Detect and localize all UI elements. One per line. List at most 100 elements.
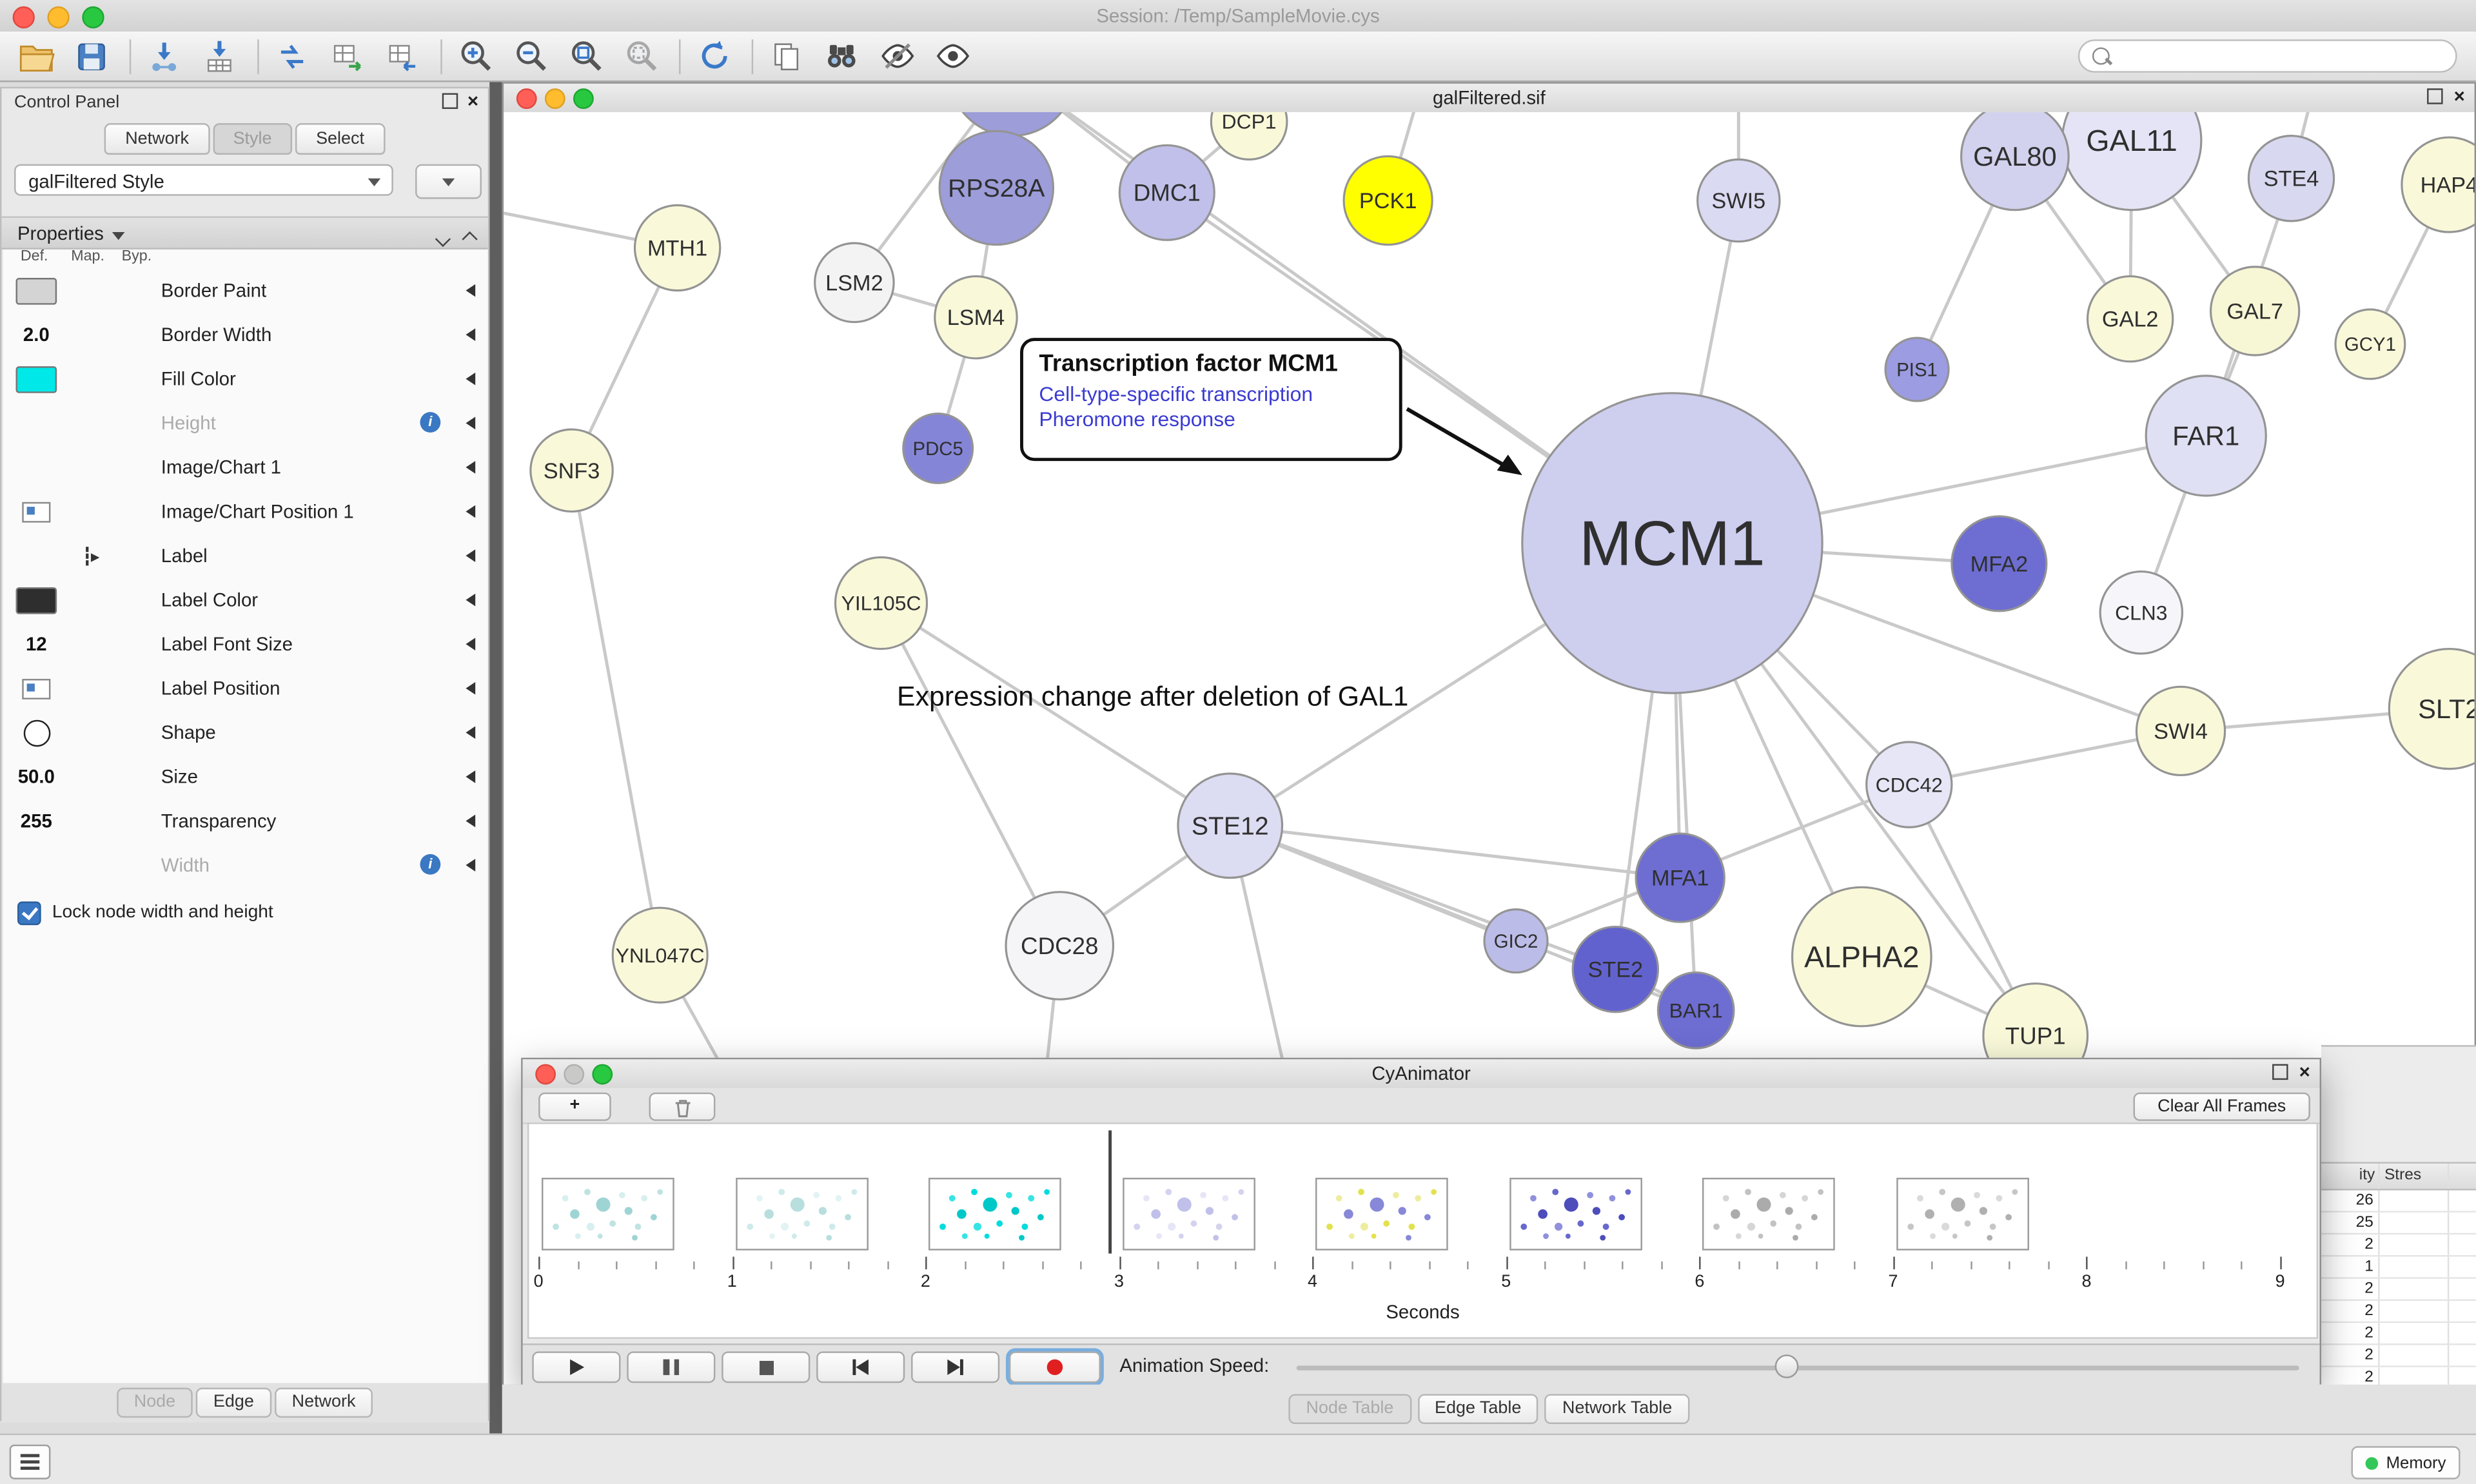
network-edge[interactable] xyxy=(852,112,1012,284)
info-icon[interactable]: i xyxy=(420,854,441,875)
property-row[interactable]: Image/Chart 1 xyxy=(3,445,488,490)
record-button[interactable] xyxy=(1005,1348,1104,1387)
expand-row-icon[interactable] xyxy=(466,859,476,872)
expand-row-icon[interactable] xyxy=(466,549,476,562)
prev-frame-button[interactable] xyxy=(816,1351,905,1383)
import-table-icon[interactable] xyxy=(199,35,241,77)
float-window-icon[interactable] xyxy=(2272,1064,2288,1080)
import-network-icon[interactable] xyxy=(144,35,185,77)
property-row[interactable]: Label Position xyxy=(3,666,488,710)
network-node[interactable] xyxy=(1342,155,1433,246)
lock-size-checkbox[interactable] xyxy=(17,901,41,924)
tab-style[interactable]: Style xyxy=(212,123,293,155)
position-icon[interactable] xyxy=(22,501,51,522)
annotation-link[interactable]: Cell-type-specific transcription xyxy=(1039,382,1313,406)
network-node[interactable] xyxy=(1791,886,1932,1028)
minimize-icon[interactable] xyxy=(544,88,565,109)
expand-row-icon[interactable] xyxy=(466,726,476,739)
network-node[interactable] xyxy=(2388,647,2475,770)
network-edge[interactable] xyxy=(879,602,1061,947)
table-header-col1[interactable]: ity xyxy=(2359,1166,2375,1184)
show-all-icon[interactable] xyxy=(932,35,973,77)
annotation-box[interactable]: Transcription factor MCM1 Cell-type-spec… xyxy=(1020,338,1402,462)
expand-row-icon[interactable] xyxy=(466,505,476,518)
network-node[interactable] xyxy=(2401,136,2475,233)
default-value-cell[interactable]: 50.0 xyxy=(10,755,63,799)
float-window-icon[interactable] xyxy=(2427,88,2443,104)
expand-row-icon[interactable] xyxy=(466,814,476,828)
ellipse-shape-icon[interactable] xyxy=(23,719,50,747)
network-node[interactable] xyxy=(2099,570,2184,655)
network-node[interactable] xyxy=(1950,515,2048,612)
frame-thumbnail[interactable] xyxy=(735,1177,868,1251)
default-value-cell[interactable] xyxy=(10,445,63,490)
expand-row-icon[interactable] xyxy=(466,681,476,695)
close-view-icon[interactable]: × xyxy=(2453,85,2465,108)
tab-edge-style[interactable]: Edge xyxy=(195,1387,271,1418)
network-node[interactable] xyxy=(1865,741,1953,828)
network-node[interactable] xyxy=(2334,308,2406,380)
frame-thumbnail[interactable] xyxy=(542,1177,674,1251)
color-swatch[interactable] xyxy=(15,277,57,304)
zoom-fit-icon[interactable] xyxy=(565,35,607,77)
network-edge[interactable] xyxy=(570,470,662,956)
network-node[interactable] xyxy=(1571,925,1660,1013)
network-node[interactable] xyxy=(2145,375,2267,497)
network-node[interactable] xyxy=(1960,112,2070,211)
table-row[interactable]: 2 xyxy=(2321,1278,2476,1301)
table-row[interactable]: 2 xyxy=(2321,1345,2476,1367)
expand-row-icon[interactable] xyxy=(466,593,476,607)
export-image-icon[interactable] xyxy=(382,35,424,77)
property-row[interactable]: ┇▸Label xyxy=(3,534,488,578)
style-options-button[interactable] xyxy=(415,164,482,199)
expand-row-icon[interactable] xyxy=(466,372,476,386)
tab-edge-table[interactable]: Edge Table xyxy=(1417,1394,1539,1424)
expand-row-icon[interactable] xyxy=(466,770,476,783)
frame-thumbnail[interactable] xyxy=(1509,1177,1642,1251)
table-row[interactable]: 25 xyxy=(2321,1212,2476,1235)
zoom-in-icon[interactable] xyxy=(455,35,496,77)
close-window-button[interactable] xyxy=(12,6,35,29)
frame-thumbnail[interactable] xyxy=(1122,1177,1255,1251)
table-row[interactable]: 2 xyxy=(2321,1323,2476,1345)
export-network-icon[interactable] xyxy=(271,35,313,77)
default-value-cell[interactable]: 255 xyxy=(10,799,63,843)
add-frame-button[interactable]: + xyxy=(538,1092,611,1121)
info-icon[interactable]: i xyxy=(420,412,441,433)
close-panel-icon[interactable]: × xyxy=(467,90,479,112)
network-node[interactable] xyxy=(1656,971,1735,1050)
properties-header[interactable]: Properties xyxy=(1,216,488,249)
maximize-icon[interactable] xyxy=(573,88,594,109)
network-edge[interactable] xyxy=(1230,824,1680,880)
network-node[interactable] xyxy=(1521,392,1823,694)
close-window-icon[interactable]: × xyxy=(2299,1060,2310,1083)
default-value-cell[interactable] xyxy=(10,843,63,888)
network-node[interactable] xyxy=(902,413,974,484)
collapse-all-icon[interactable] xyxy=(435,231,451,248)
position-icon[interactable] xyxy=(22,678,51,699)
tab-select[interactable]: Select xyxy=(295,123,385,155)
default-value-cell[interactable] xyxy=(10,489,63,534)
frame-thumbnail[interactable] xyxy=(1702,1177,1836,1251)
property-row[interactable]: Shape xyxy=(3,710,488,755)
property-row[interactable]: Border Paint xyxy=(3,268,488,313)
annotation-icon[interactable] xyxy=(766,35,807,77)
table-row[interactable]: 26 xyxy=(2321,1190,2476,1213)
default-value-cell[interactable] xyxy=(10,710,63,755)
style-selector[interactable]: galFiltered Style xyxy=(14,164,393,196)
table-row[interactable]: 2 xyxy=(2321,1235,2476,1257)
clear-all-frames-button[interactable]: Clear All Frames xyxy=(2133,1092,2310,1121)
stop-button[interactable] xyxy=(722,1351,811,1383)
tab-network-style[interactable]: Network xyxy=(274,1387,373,1418)
expand-all-icon[interactable] xyxy=(462,231,478,248)
export-table-icon[interactable] xyxy=(327,35,368,77)
network-node[interactable] xyxy=(1005,891,1115,1001)
frame-thumbnail[interactable] xyxy=(1315,1177,1449,1251)
property-row[interactable]: Image/Chart Position 1 xyxy=(3,489,488,534)
save-session-icon[interactable] xyxy=(71,35,112,77)
